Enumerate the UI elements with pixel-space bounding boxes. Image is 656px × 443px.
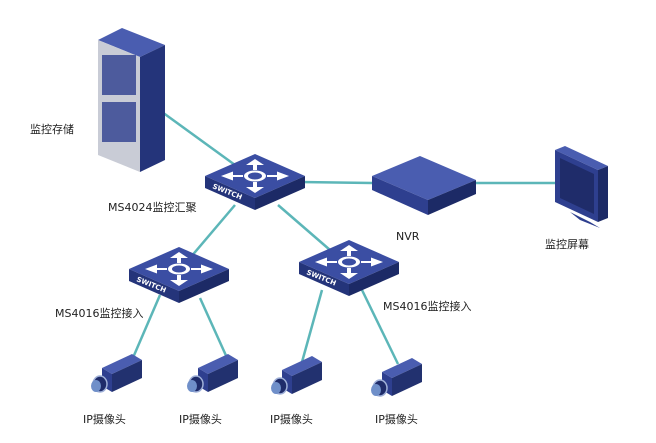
nvr-label: NVR [396,230,420,243]
link-right-cam4 [360,289,400,365]
link-left-cam2 [198,297,230,361]
camera-icon [270,355,323,395]
right-switch-icon [297,238,401,298]
camera-icon [186,353,239,393]
left-switch-label: MS4016监控接入 [55,307,144,320]
core-switch-icon [203,152,307,212]
storage-label: 监控存储 [30,123,74,136]
camera-label: IP摄像头 [83,413,126,426]
link-core-right [277,204,331,251]
monitor-label: 监控屏幕 [545,238,589,251]
camera-icon [90,353,143,393]
camera-label: IP摄像头 [270,413,313,426]
left-switch-icon [127,245,231,305]
storage-rack-icon [98,28,165,172]
right-switch-label: MS4016监控接入 [383,300,472,313]
link-left-cam1 [130,294,162,361]
monitor-icon [555,146,608,228]
nvr-icon [372,156,476,215]
camera-label: IP摄像头 [375,413,418,426]
link-right-cam3 [300,289,324,363]
link-core-nvr [299,180,373,185]
link-core-left [189,204,236,259]
link-storage-core [161,110,236,167]
core-switch-label: MS4024监控汇聚 [108,201,197,214]
camera-label: IP摄像头 [179,413,222,426]
links [130,110,557,365]
